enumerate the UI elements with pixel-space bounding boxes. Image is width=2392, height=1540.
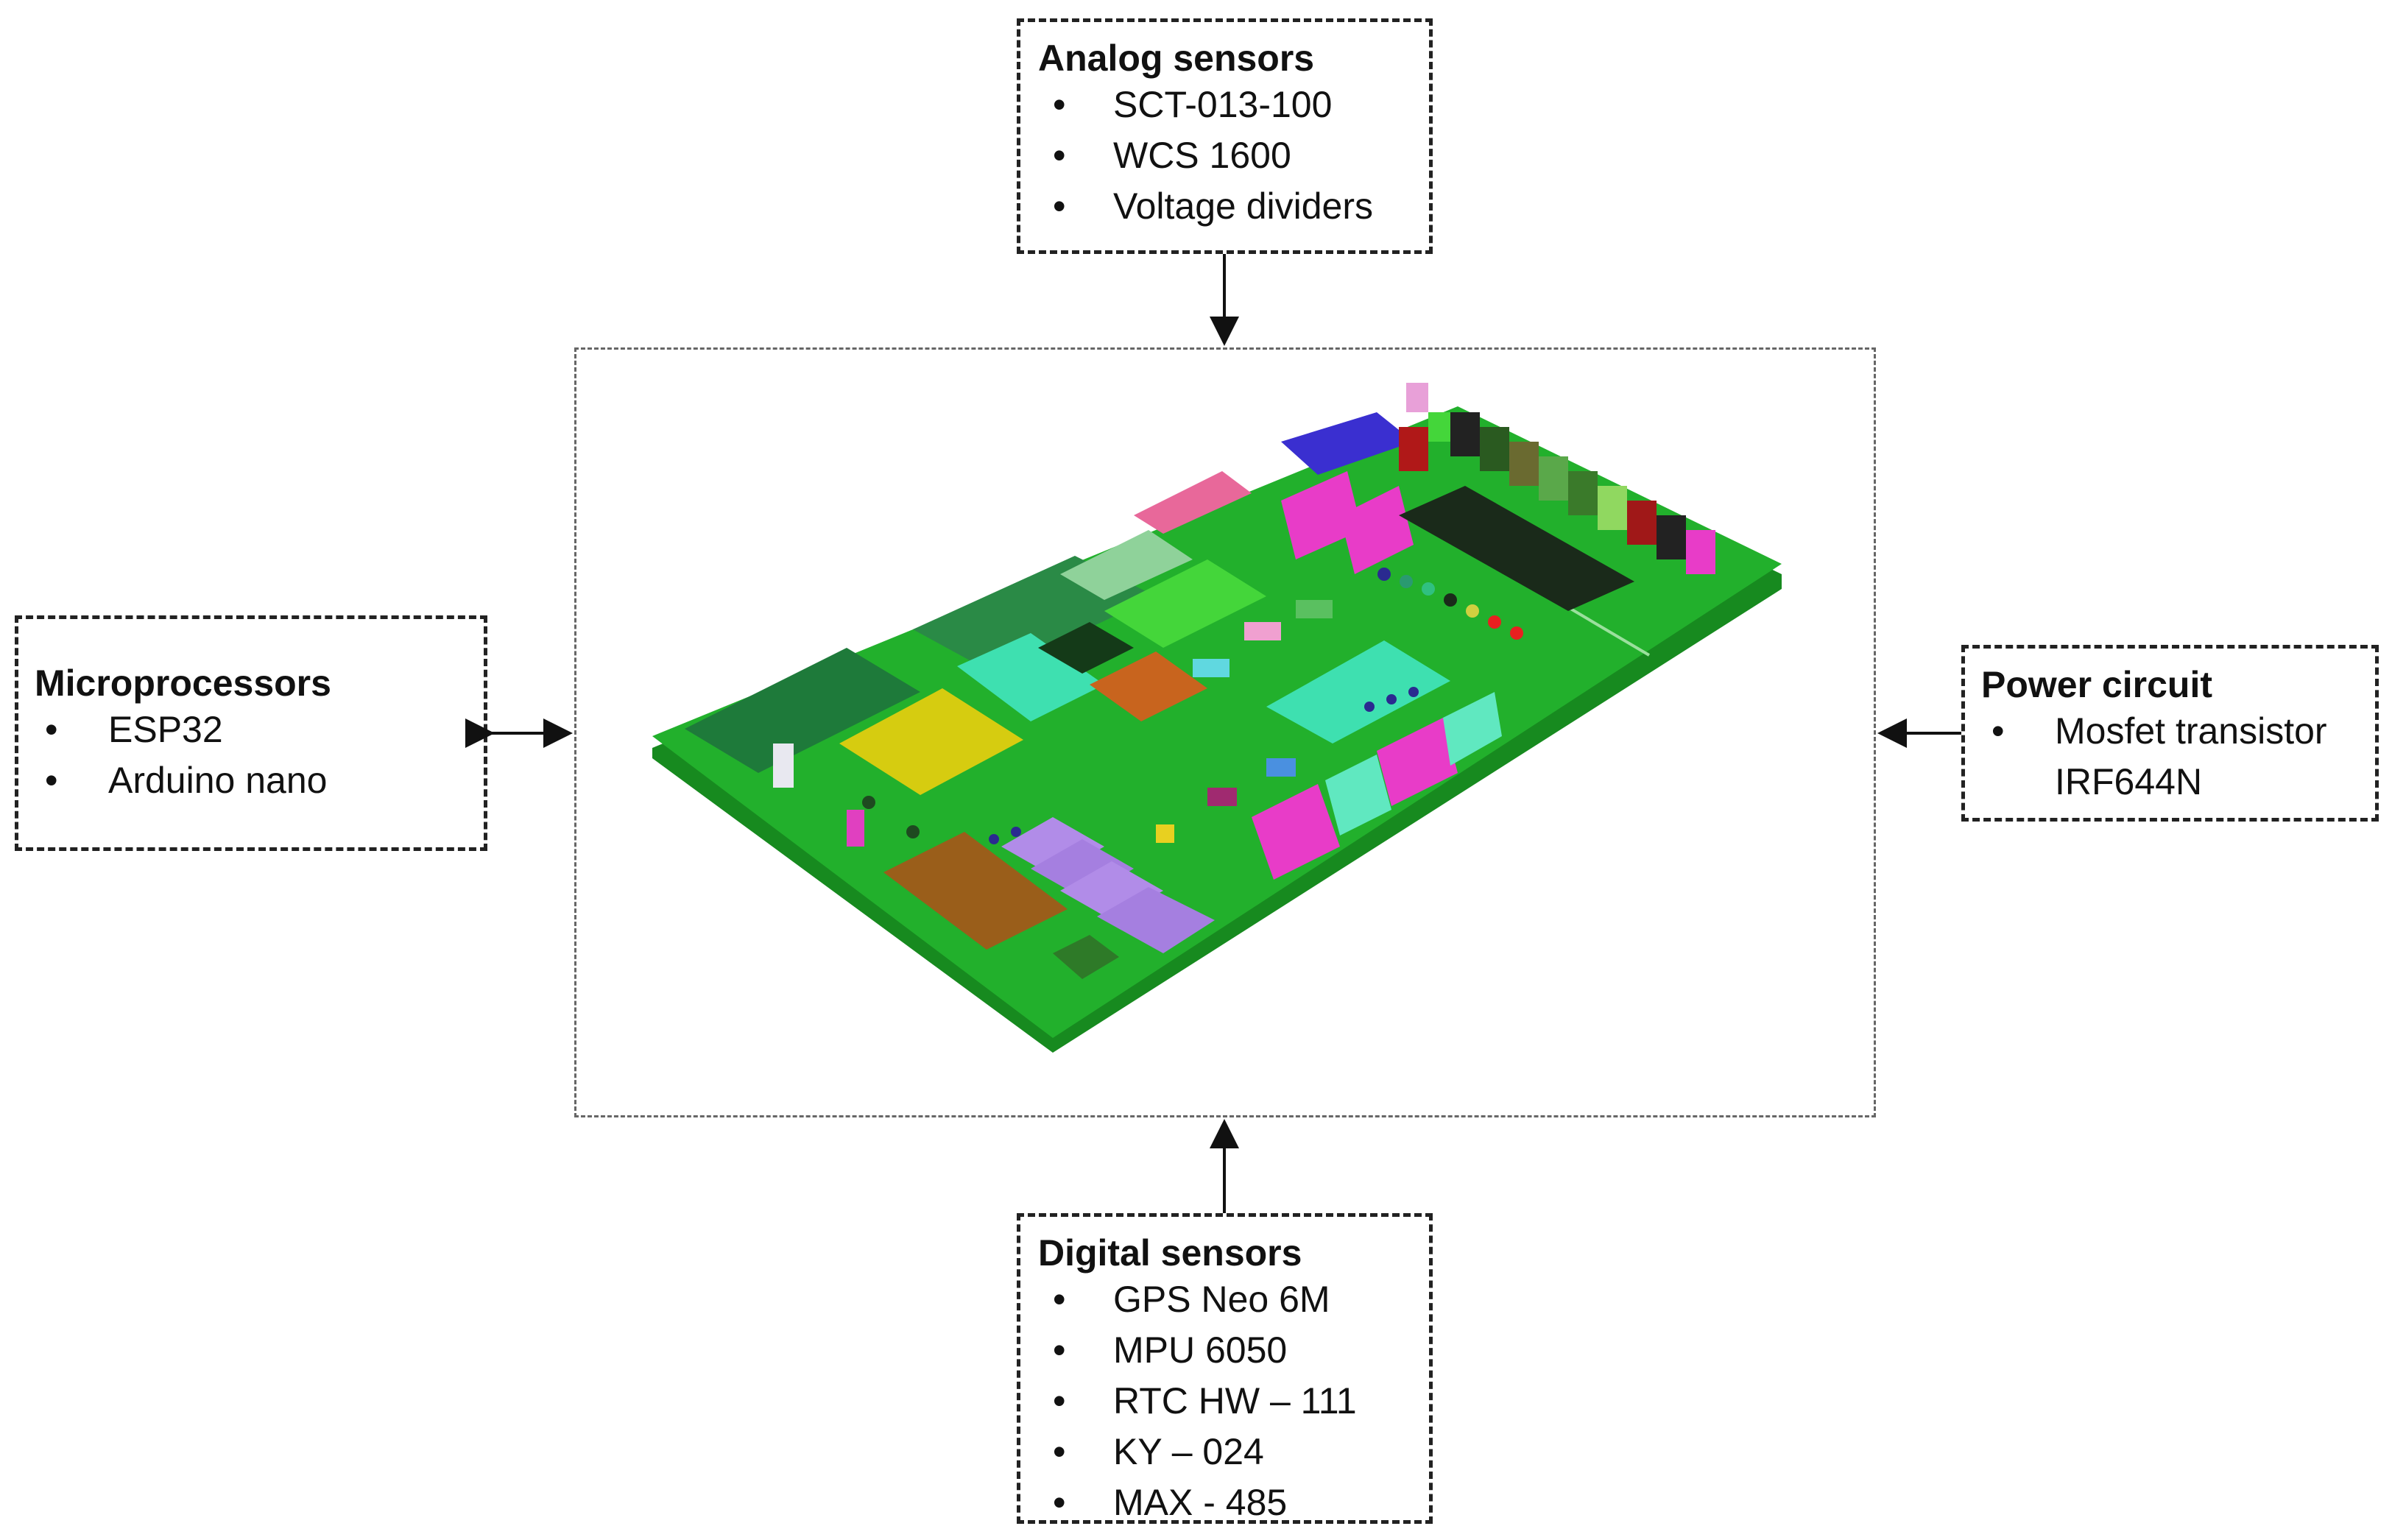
module-green-cube xyxy=(1053,935,1119,979)
module-teal-3 xyxy=(1325,755,1391,836)
module-magenta-3 xyxy=(1281,471,1362,559)
digital-sensors-list: GPS Neo 6M MPU 6050 RTC HW – 111 KY – 02… xyxy=(1038,1274,1411,1528)
power-circuit-title: Power circuit xyxy=(1981,664,2212,705)
module-magenta-1 xyxy=(1252,784,1340,880)
module-purple-4 xyxy=(1097,887,1215,953)
microprocessors-box: Microprocessors ESP32 Arduino nano xyxy=(15,615,487,851)
transistor-row xyxy=(1399,383,1715,574)
analog-sensors-list: SCT-013-100 WCS 1600 Voltage dividers xyxy=(1038,80,1411,232)
pcb-frame xyxy=(574,347,1876,1117)
analog-sensors-title: Analog sensors xyxy=(1038,38,1315,79)
ic-blue xyxy=(1266,758,1296,777)
digital-sensors-title: Digital sensors xyxy=(1038,1232,1302,1274)
microprocessor-item: Arduino nano xyxy=(35,755,468,806)
microprocessors-title: Microprocessors xyxy=(35,663,331,704)
microprocessors-list: ESP32 Arduino nano xyxy=(35,704,468,806)
module-dark-green-1 xyxy=(685,648,920,773)
module-brown xyxy=(883,832,1068,950)
analog-sensors-box: Analog sensors SCT-013-100 WCS 1600 Volt… xyxy=(1017,18,1433,254)
microprocessor-item: ESP32 xyxy=(35,704,468,755)
regulator-white xyxy=(773,743,794,788)
module-blue xyxy=(1281,412,1414,475)
analog-sensor-item: Voltage dividers xyxy=(1038,181,1411,232)
power-circuit-item: Mosfet transistor xyxy=(1981,706,2359,757)
analog-sensor-item: WCS 1600 xyxy=(1038,130,1411,181)
digital-sensor-item: MPU 6050 xyxy=(1038,1325,1411,1376)
led-dots xyxy=(862,568,1523,844)
pcb-illustration xyxy=(652,383,1782,1053)
ic-green xyxy=(1296,600,1333,618)
module-yellow xyxy=(839,688,1023,795)
digital-sensor-item: GPS Neo 6M xyxy=(1038,1274,1411,1325)
digital-sensor-item: RTC HW – 111 xyxy=(1038,1376,1411,1427)
regulator-pink xyxy=(847,810,864,847)
ic-cyan xyxy=(1193,659,1229,677)
power-circuit-list: Mosfet transistor IRF644N xyxy=(1981,706,2359,808)
module-magenta-2 xyxy=(1377,718,1458,806)
ic-yellow xyxy=(1156,824,1174,843)
ic-pink xyxy=(1244,622,1281,640)
module-teal-2 xyxy=(1266,640,1450,743)
module-teal-1 xyxy=(957,633,1104,721)
module-orange xyxy=(1090,651,1207,721)
power-circuit-box: Power circuit Mosfet transistor IRF644N xyxy=(1961,645,2379,822)
module-magenta-4 xyxy=(1340,486,1414,574)
module-lime xyxy=(1104,559,1266,648)
digital-sensors-box: Digital sensors GPS Neo 6M MPU 6050 RTC … xyxy=(1017,1213,1433,1528)
power-circuit-item-continued: IRF644N xyxy=(2055,761,2203,802)
module-black xyxy=(1038,622,1134,674)
digital-sensor-item: KY – 024 xyxy=(1038,1427,1411,1477)
module-pink-top xyxy=(1134,471,1252,534)
module-teal-4 xyxy=(1443,692,1502,766)
ic-maroon xyxy=(1207,788,1237,806)
analog-sensor-item: SCT-013-100 xyxy=(1038,80,1411,130)
module-light-green xyxy=(1060,530,1193,600)
digital-sensor-item: MAX - 485 xyxy=(1038,1477,1411,1528)
mosfet-row-black xyxy=(1399,486,1634,611)
